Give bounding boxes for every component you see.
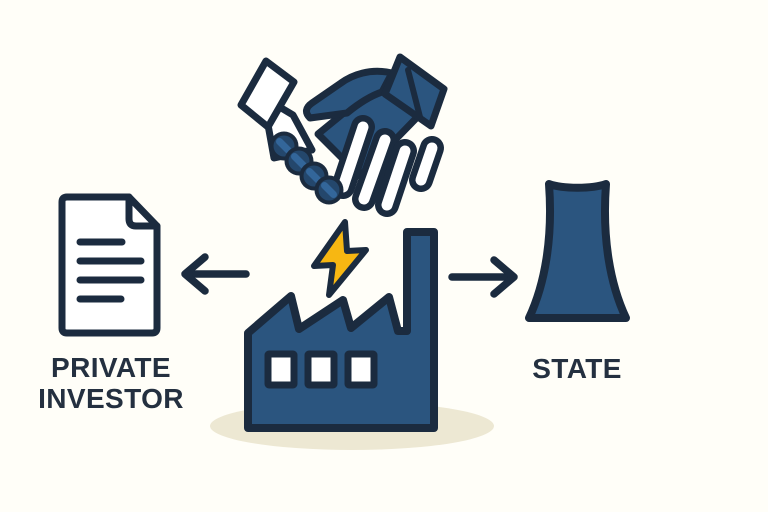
factory-window [264,350,298,389]
factory-icon [244,228,438,432]
investor-label-line1: PRIVATE [51,352,171,383]
cooling-tower-icon [525,180,630,322]
arrow-right-icon [448,256,518,298]
investor-label: PRIVATE INVESTOR [14,352,208,414]
state-label: STATE [532,353,622,384]
handshake-knuckles [269,131,344,205]
document-fold [125,193,161,230]
handshake-finger [415,142,438,186]
handshake-thumb [303,67,396,122]
document-icon [58,193,161,337]
handshake-finger [337,121,369,193]
handshake-icon [237,53,448,217]
arrow-left-icon [181,253,250,295]
factory-window [304,350,338,389]
handshake-cuff-line [405,67,423,120]
handshake-finger [381,145,411,211]
investor-label-line2: INVESTOR [38,383,184,414]
handshake-finger [358,134,391,205]
handshake-left-sleeve [237,57,298,131]
factory-window [344,350,378,389]
lightning-icon [311,219,369,298]
